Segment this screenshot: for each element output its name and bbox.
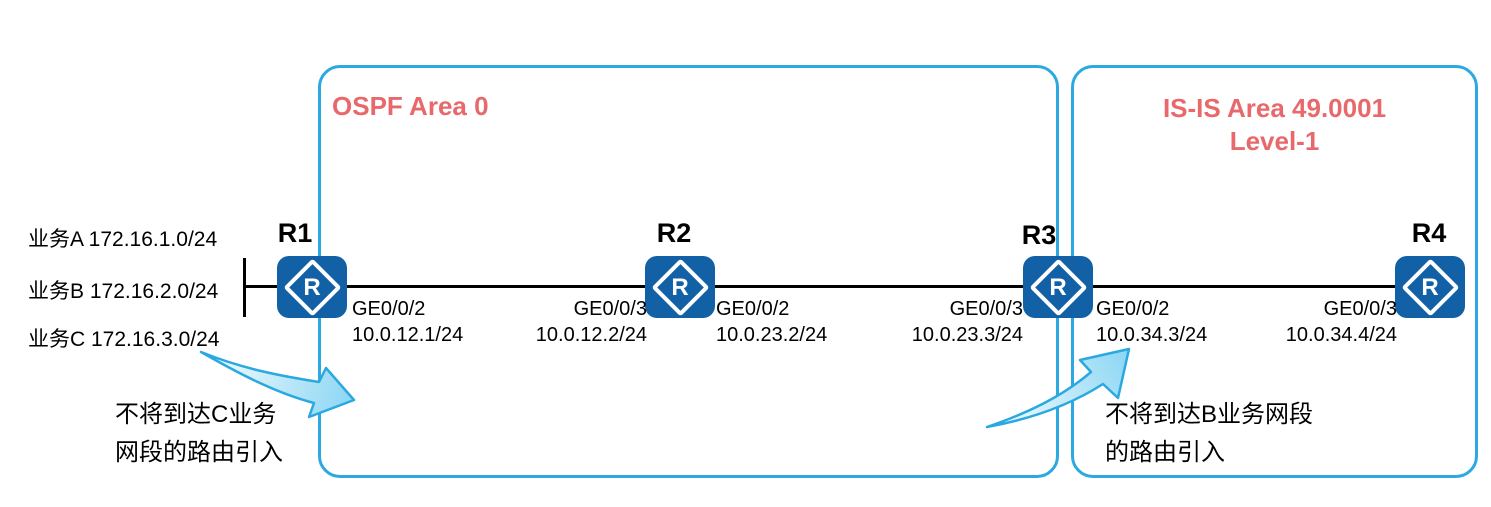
interface-ip: 10.0.12.1/24 (352, 324, 464, 346)
ospf-area-title: OSPF Area 0 (332, 91, 489, 121)
interface-port: GE0/0/3 (573, 298, 647, 320)
annotation-line: 不将到达B业务网段 (1105, 401, 1314, 428)
router-r3-icon: R (1023, 256, 1093, 318)
annotation-line: 网段的路由引入 (115, 439, 283, 466)
interface-label-r2-ge003: GE0/0/3 10.0.12.2/24 (536, 296, 647, 348)
router-letter: R (671, 274, 689, 301)
interface-ip: 10.0.12.2/24 (535, 324, 647, 346)
router-r4-label: R4 (1411, 218, 1447, 248)
interface-label-r3-ge002: GE0/0/2 10.0.34.3/24 (1096, 296, 1207, 348)
service-network-b-label: 业务B 172.16.2.0/24 (28, 280, 219, 303)
isis-area-title: IS-IS Area 49.0001 Level-1 (1071, 92, 1478, 158)
annotation-line: 不将到达C业务 (115, 401, 277, 428)
interface-port: GE0/0/2 (716, 298, 790, 320)
interface-label-r1-ge002: GE0/0/2 10.0.12.1/24 (352, 296, 463, 348)
interface-ip: 10.0.23.3/24 (911, 324, 1023, 346)
interface-port: GE0/0/2 (352, 298, 426, 320)
router-r1-icon: R (277, 256, 347, 318)
router-r3-label: R3 (1021, 220, 1057, 250)
isis-area-title-line2: Level-1 (1229, 126, 1320, 156)
service-network-a-label: 业务A 172.16.1.0/24 (28, 228, 218, 251)
router-r2-label: R2 (656, 218, 692, 248)
interface-label-r4-ge003: GE0/0/3 10.0.34.4/24 (1286, 296, 1397, 348)
interface-port: GE0/0/3 (1323, 298, 1397, 320)
interface-ip: 10.0.23.2/24 (716, 324, 828, 346)
annotation-no-import-c: 不将到达C业务 网段的路由引入 (115, 396, 283, 472)
interface-port: GE0/0/3 (949, 298, 1023, 320)
router-letter: R (1421, 274, 1439, 301)
interface-label-r2-ge002: GE0/0/2 10.0.23.2/24 (716, 296, 827, 348)
service-network-c-label: 业务C 172.16.3.0/24 (28, 328, 220, 351)
annotation-line: 的路由引入 (1105, 439, 1225, 466)
interface-label-r3-ge003: GE0/0/3 10.0.23.3/24 (912, 296, 1023, 348)
backbone-link-line (245, 285, 1431, 288)
lan-stub-tick (243, 258, 246, 317)
annotation-no-import-b: 不将到达B业务网段 的路由引入 (1105, 396, 1313, 472)
interface-ip: 10.0.34.4/24 (1285, 324, 1397, 346)
router-letter: R (303, 274, 321, 301)
interface-port: GE0/0/2 (1096, 298, 1170, 320)
router-r1-label: R1 (277, 218, 313, 248)
router-letter: R (1049, 274, 1067, 301)
interface-ip: 10.0.34.3/24 (1096, 324, 1208, 346)
router-r2-icon: R (645, 256, 715, 318)
isis-area-title-line1: IS-IS Area 49.0001 (1162, 93, 1387, 123)
router-r4-icon: R (1395, 256, 1465, 318)
